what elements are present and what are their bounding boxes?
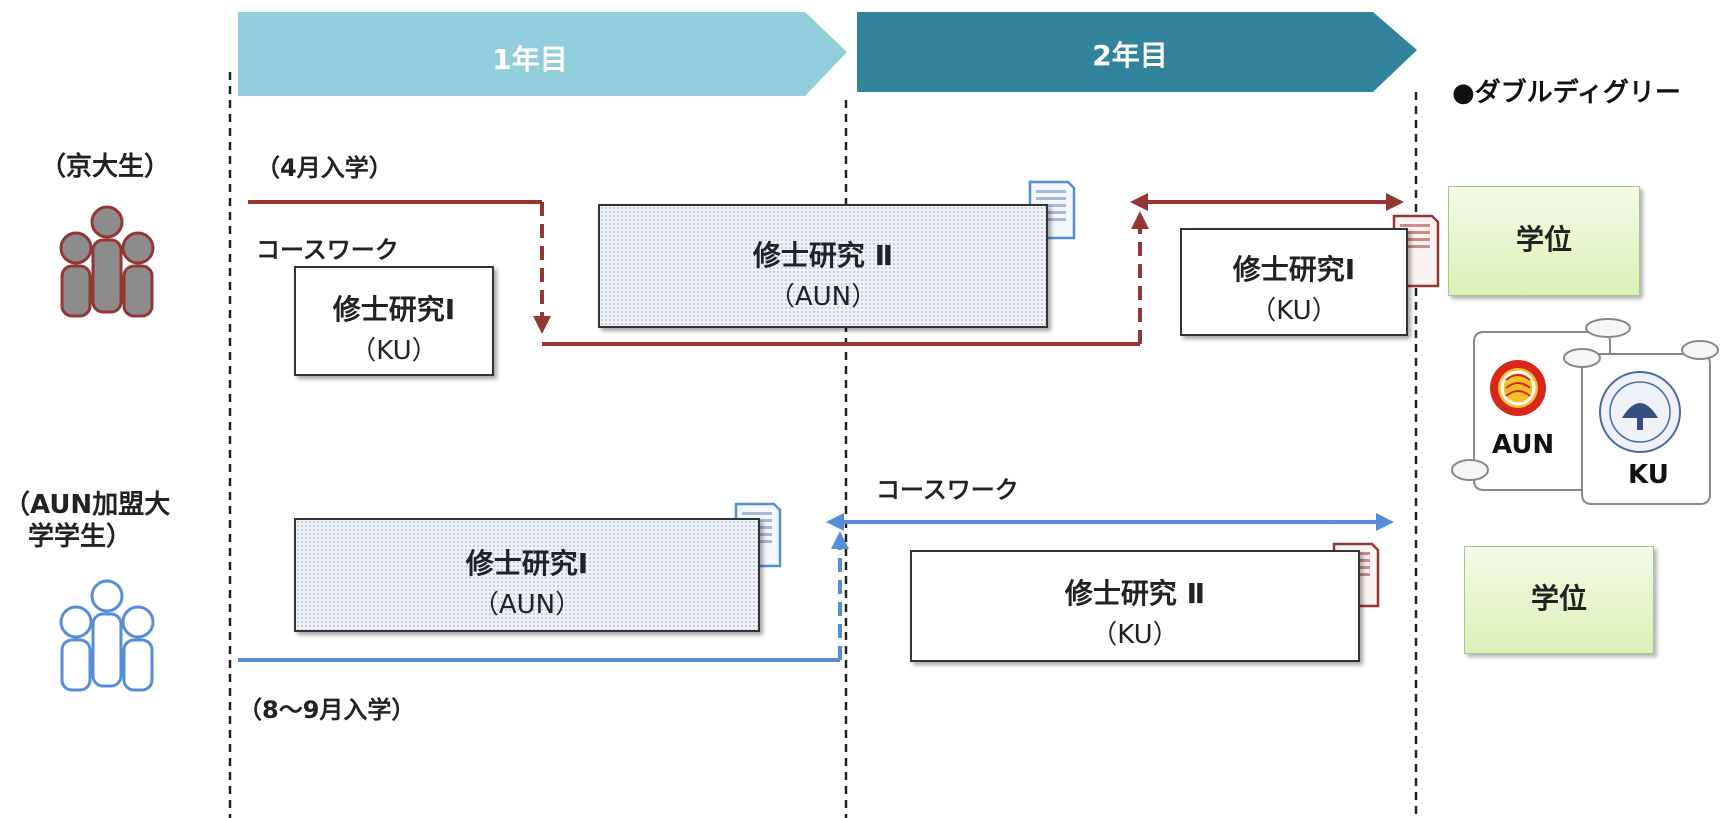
aun-research1-sub: （AUN） — [472, 590, 582, 620]
ku-diploma-scroll-icon — [1563, 340, 1719, 505]
ku-students-label: （京大生） — [40, 152, 171, 182]
ku-research2-title: 修士研究 Ⅱ — [752, 239, 894, 272]
aun-students-label-line2: 学学生） — [28, 522, 133, 552]
aun-degree-box: 学位 — [1464, 546, 1654, 654]
year2-label: 2年目 — [1092, 39, 1168, 72]
ku-research1-ku-box-year2: 修士研究Ⅰ （KU） — [1180, 228, 1408, 336]
double-degree-heading: ●ダブルディグリー — [1452, 78, 1681, 108]
aun-entry-label: （8～9月入学） — [238, 696, 416, 724]
aun-research2-sub: （KU） — [1091, 620, 1179, 650]
ku-research1-title: 修士研究Ⅰ — [332, 293, 456, 326]
ku-research1-ku-box: 修士研究Ⅰ （KU） — [294, 266, 494, 376]
aun-diploma-label: AUN — [1492, 430, 1555, 460]
ku-flow-line — [248, 193, 1404, 346]
aun-diploma-scroll-icon — [1451, 318, 1631, 491]
year1-label: 1年目 — [492, 43, 568, 76]
aun-coursework-label: コースワーク — [876, 476, 1019, 504]
aun-research2-title: 修士研究 Ⅱ — [1064, 577, 1206, 610]
ku-research2-sub: （AUN） — [768, 282, 878, 312]
aun-research1-aun-box: 修士研究Ⅰ （AUN） — [294, 518, 760, 632]
year2-banner — [857, 12, 1417, 92]
ku-diploma-label: KU — [1628, 460, 1669, 490]
year1-banner — [238, 12, 847, 96]
ku-entry-label: （4月入学） — [256, 154, 393, 182]
aun-students-people-icon — [59, 579, 155, 692]
ku-research1-sub: （KU） — [350, 336, 438, 366]
aun-research2-ku-box: 修士研究 Ⅱ （KU） — [910, 550, 1360, 662]
ku-research2-aun-box: 修士研究 Ⅱ （AUN） — [598, 204, 1048, 328]
ku-research3-title: 修士研究Ⅰ — [1232, 253, 1356, 286]
ku-students-people-icon — [59, 205, 155, 318]
ku-coursework-label: コースワーク — [256, 236, 399, 264]
aun-students-label-line1: （AUN加盟大 — [4, 490, 171, 520]
ku-research3-sub: （KU） — [1250, 296, 1338, 326]
aun-research1-title: 修士研究Ⅰ — [465, 547, 589, 580]
aun-flow-line — [238, 513, 1394, 662]
ku-degree-box: 学位 — [1448, 186, 1640, 296]
